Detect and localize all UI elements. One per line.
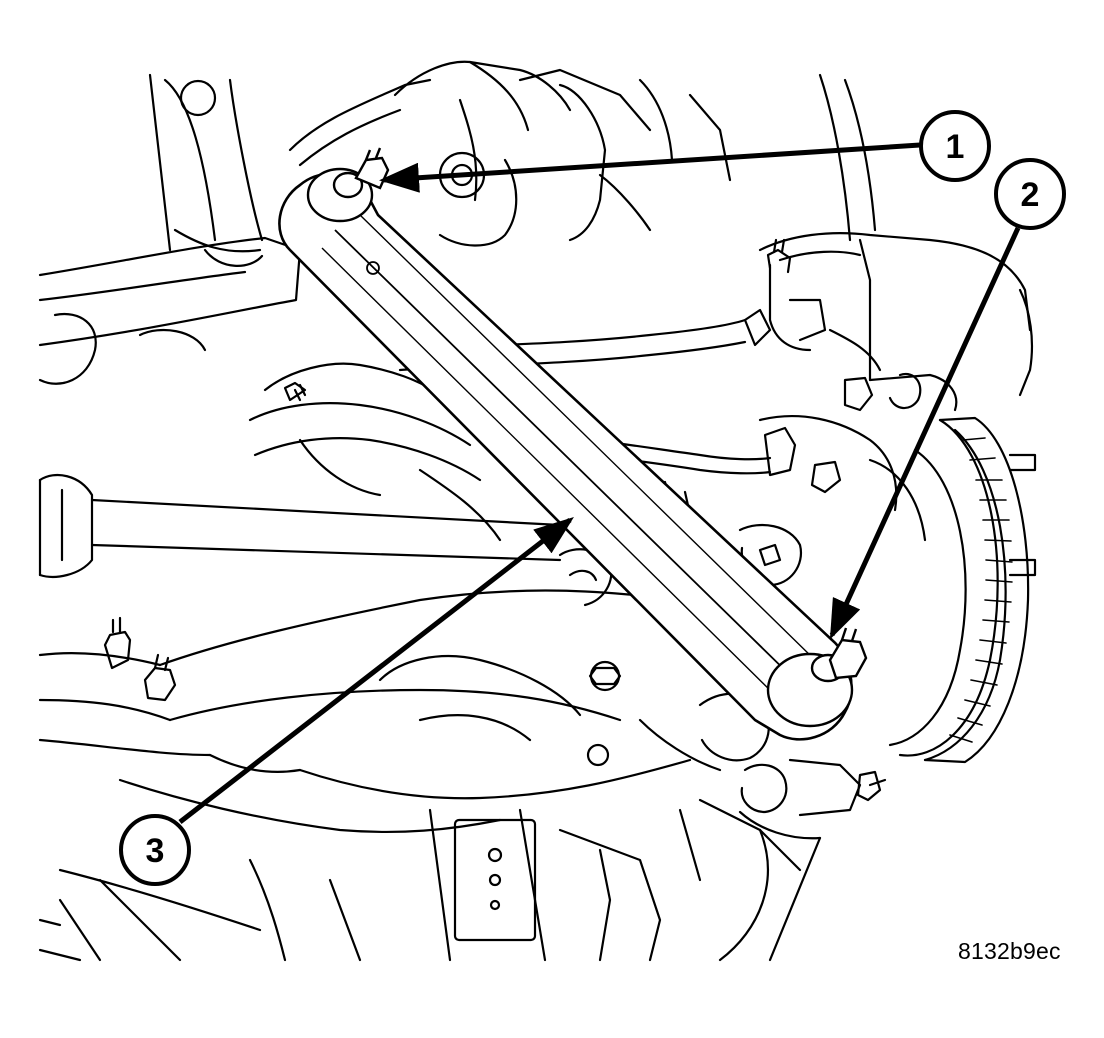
lateral-link-bar bbox=[278, 147, 868, 741]
callout-3: 3 bbox=[119, 814, 191, 886]
upper-bushing bbox=[306, 147, 390, 223]
callout-2: 2 bbox=[994, 158, 1066, 230]
chassis-background bbox=[38, 60, 1037, 962]
leader-line-2 bbox=[829, 226, 1021, 640]
leader-line-1 bbox=[379, 142, 921, 193]
callout-2-number: 2 bbox=[1021, 176, 1040, 214]
leader-line-3 bbox=[178, 516, 574, 824]
figure-reference-code: 8132b9ec bbox=[958, 938, 1061, 964]
callout-1: 1 bbox=[919, 110, 991, 182]
callout-3-number: 3 bbox=[146, 832, 165, 870]
callout-1-number: 1 bbox=[946, 128, 965, 166]
callout-leaders bbox=[178, 142, 1021, 824]
lower-bushing bbox=[766, 627, 868, 728]
